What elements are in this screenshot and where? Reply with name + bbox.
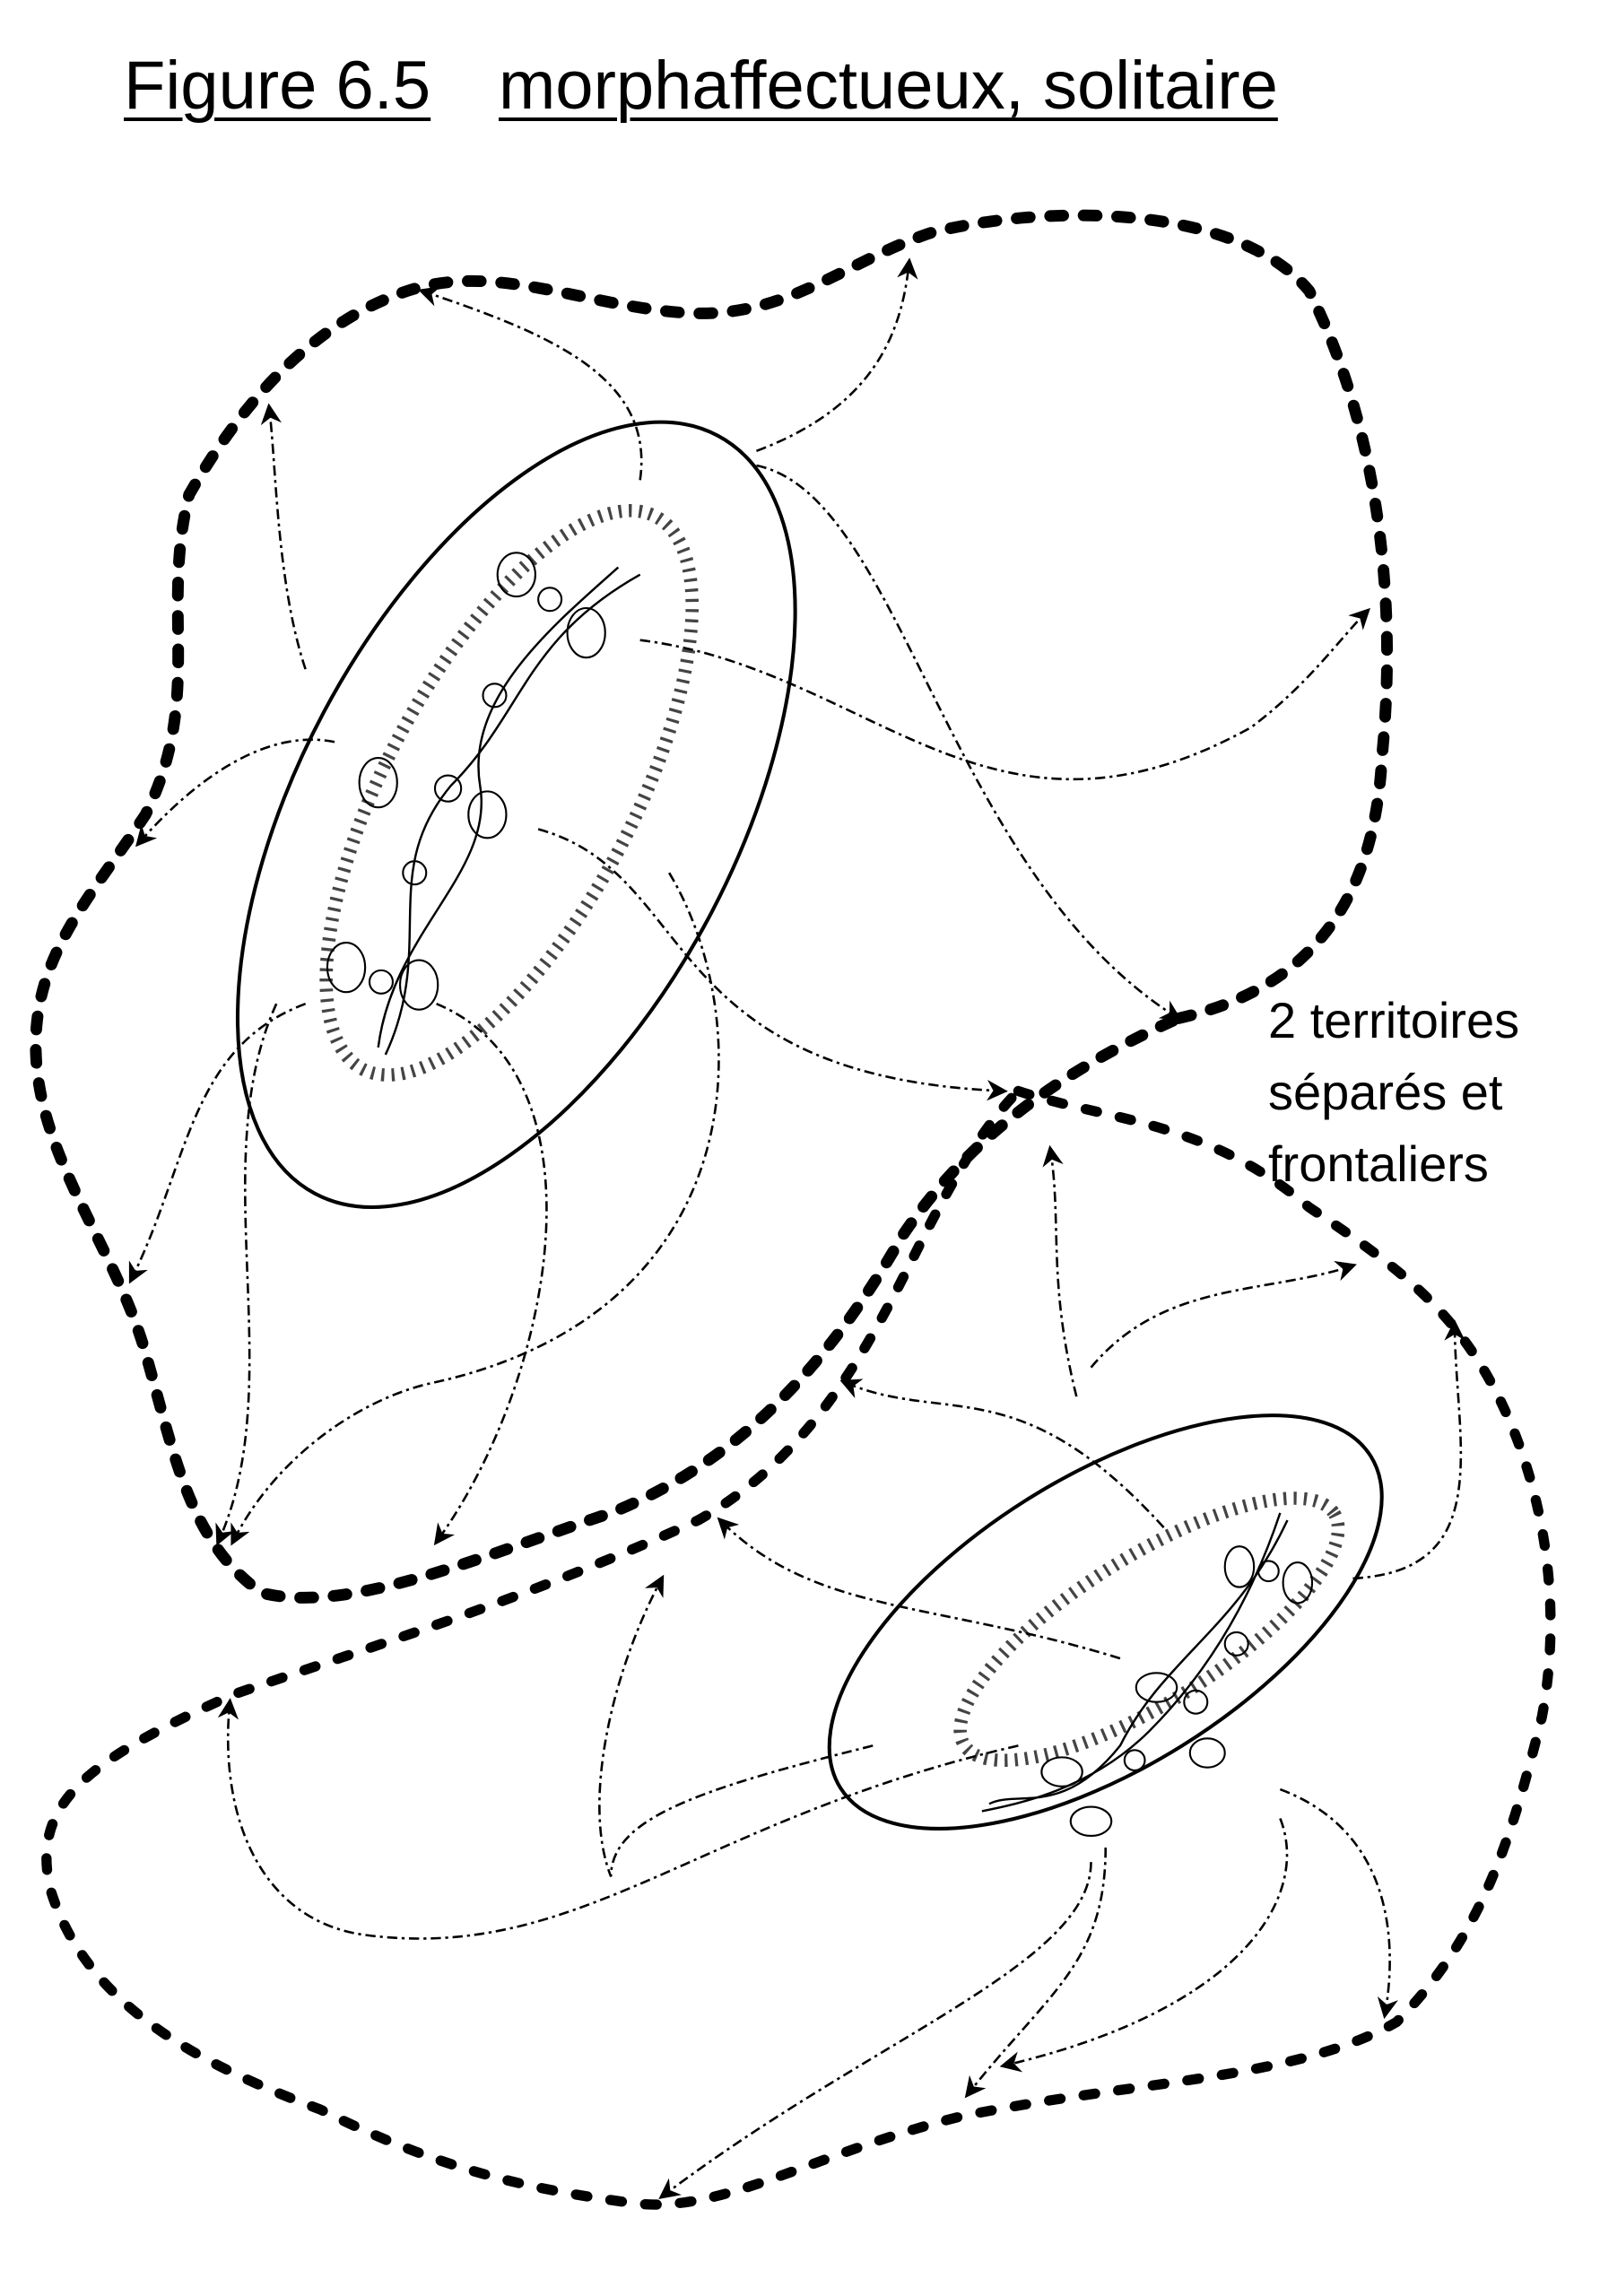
movement-paths <box>128 257 1465 2200</box>
annotation-line-3: frontaliers <box>1268 1135 1489 1192</box>
figure-caption: morphaffectueux, solitaire <box>499 48 1278 124</box>
annotation-line-1: 2 territoires <box>1268 992 1520 1048</box>
figure-number: Figure 6.5 <box>124 48 431 124</box>
lower-territory-boundary <box>41 1085 1556 2210</box>
upper-territory-boundary <box>30 209 1394 1604</box>
territory-annotation: 2 territoires séparés et frontaliers <box>1268 985 1519 1200</box>
annotation-line-2: séparés et <box>1268 1064 1503 1120</box>
lower-core-zone <box>827 1413 1384 1838</box>
upper-core-zone <box>235 420 797 1209</box>
